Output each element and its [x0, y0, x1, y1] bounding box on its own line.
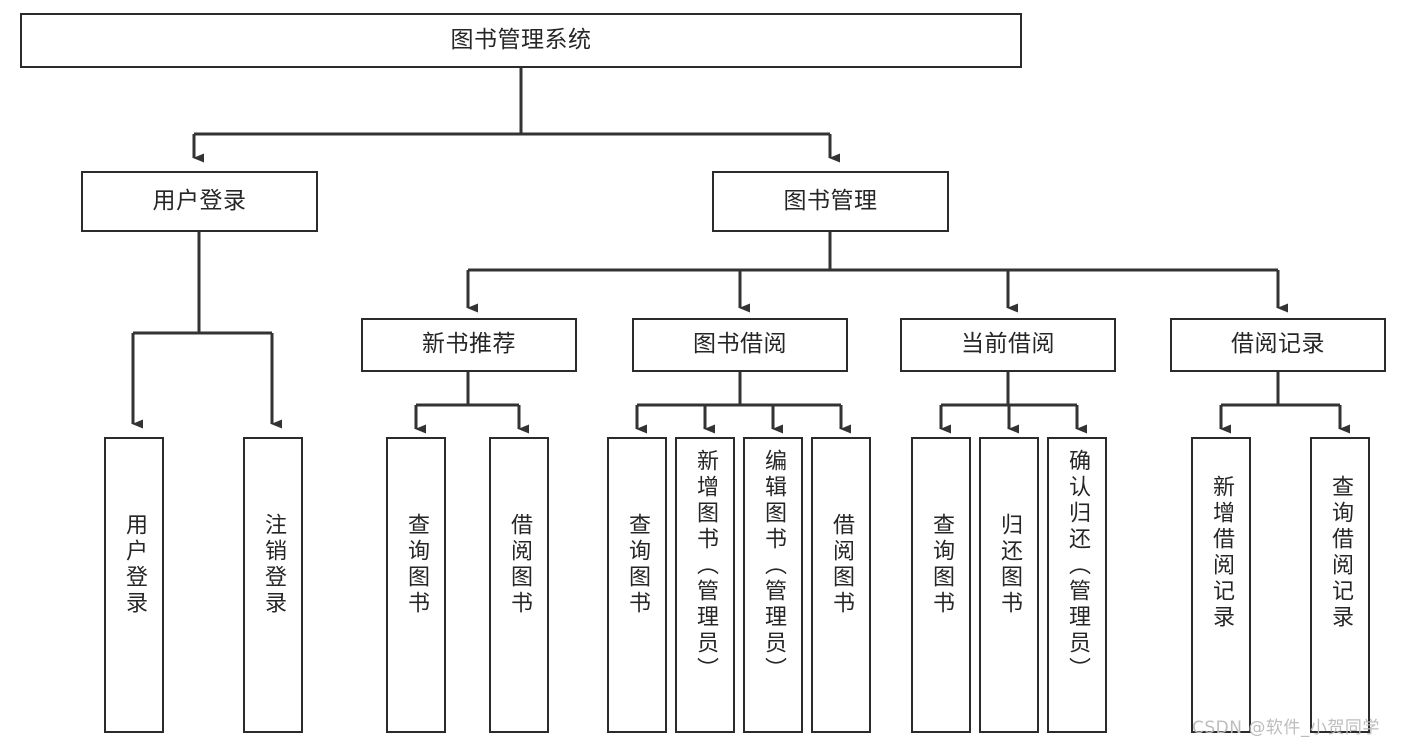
- node-leaf-query-book-1[interactable]: 查询图书: [386, 437, 446, 733]
- node-leaf-return-book[interactable]: 归还图书: [979, 437, 1039, 733]
- node-book-borrow[interactable]: 图书借阅: [632, 318, 848, 372]
- node-book-manage-label: 图书管理: [783, 187, 878, 214]
- node-leaf-logout[interactable]: 注销登录: [243, 437, 303, 733]
- node-root-label: 图书管理系统: [450, 26, 592, 53]
- node-user-login-label: 用户登录: [152, 187, 247, 214]
- node-leaf-confirm-return-label: 确认归还（管理员）: [1065, 449, 1090, 683]
- node-leaf-borrow-book-2[interactable]: 借阅图书: [811, 437, 871, 733]
- node-leaf-edit-book[interactable]: 编辑图书（管理员）: [743, 437, 803, 733]
- node-leaf-user-login-label: 用户登录: [122, 513, 147, 617]
- node-leaf-confirm-return[interactable]: 确认归还（管理员）: [1047, 437, 1107, 733]
- node-book-borrow-label: 图书借阅: [693, 331, 787, 358]
- node-user-login[interactable]: 用户登录: [81, 171, 318, 232]
- node-leaf-add-book[interactable]: 新增图书（管理员）: [675, 437, 735, 733]
- node-leaf-query-book-3[interactable]: 查询图书: [911, 437, 971, 733]
- node-borrow-record-label: 借阅记录: [1231, 331, 1325, 358]
- node-leaf-user-login[interactable]: 用户登录: [104, 437, 164, 733]
- node-leaf-add-record[interactable]: 新增借阅记录: [1191, 437, 1251, 733]
- node-leaf-query-book-1-label: 查询图书: [404, 513, 429, 617]
- node-leaf-borrow-book-2-label: 借阅图书: [829, 513, 854, 617]
- node-leaf-add-book-label: 新增图书（管理员）: [693, 449, 718, 683]
- csdn-watermark: CSDN @软件_小贺同学: [1192, 718, 1380, 738]
- node-leaf-query-book-2[interactable]: 查询图书: [607, 437, 667, 733]
- node-root[interactable]: 图书管理系统: [20, 13, 1022, 68]
- node-current-borrow-label: 当前借阅: [961, 331, 1055, 358]
- node-book-manage[interactable]: 图书管理: [712, 171, 949, 232]
- node-leaf-borrow-book-1[interactable]: 借阅图书: [489, 437, 549, 733]
- node-leaf-borrow-book-1-label: 借阅图书: [507, 513, 532, 617]
- node-borrow-record[interactable]: 借阅记录: [1170, 318, 1386, 372]
- node-new-book-recommend[interactable]: 新书推荐: [361, 318, 577, 372]
- node-leaf-query-book-2-label: 查询图书: [625, 513, 650, 617]
- node-leaf-logout-label: 注销登录: [261, 513, 286, 617]
- node-leaf-add-record-label: 新增借阅记录: [1209, 475, 1234, 631]
- node-leaf-return-book-label: 归还图书: [997, 513, 1022, 617]
- node-current-borrow[interactable]: 当前借阅: [900, 318, 1116, 372]
- node-leaf-query-book-3-label: 查询图书: [929, 513, 954, 617]
- node-leaf-query-record[interactable]: 查询借阅记录: [1310, 437, 1370, 733]
- node-leaf-edit-book-label: 编辑图书（管理员）: [761, 449, 786, 683]
- node-leaf-query-record-label: 查询借阅记录: [1328, 475, 1353, 631]
- node-new-book-recommend-label: 新书推荐: [422, 331, 516, 358]
